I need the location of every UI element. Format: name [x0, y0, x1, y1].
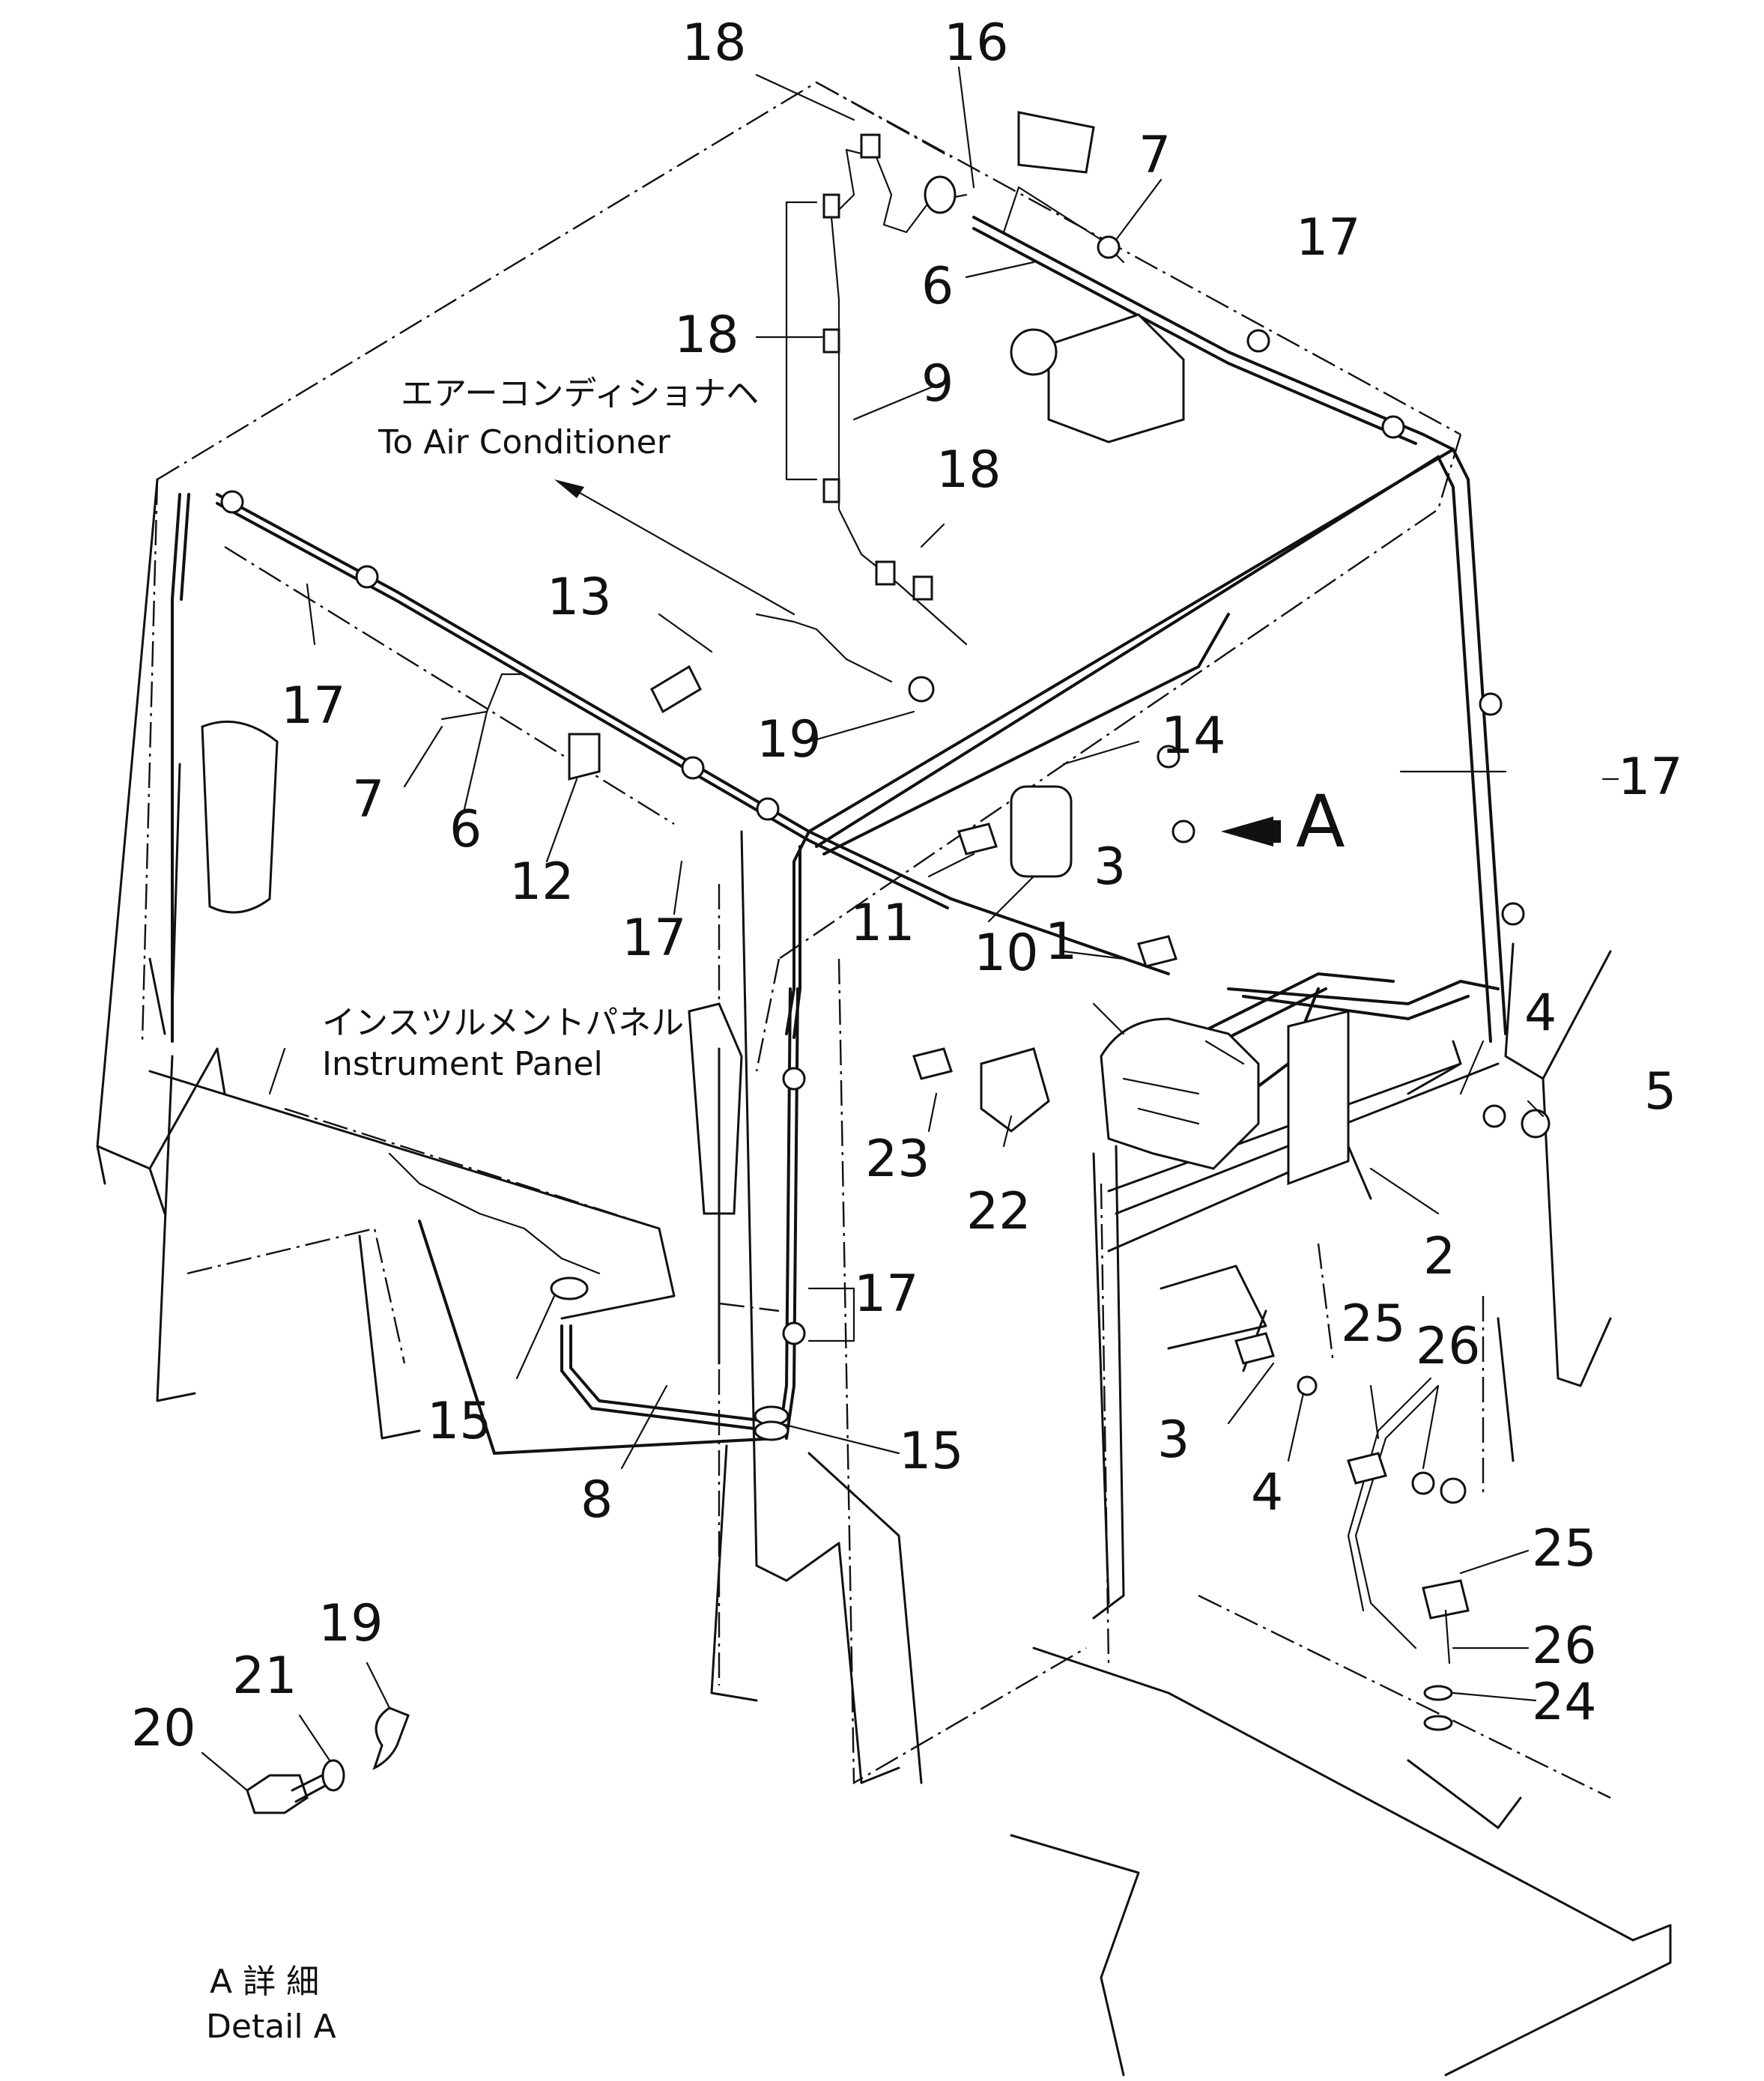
detail-label-jp: A 詳 細: [210, 1963, 319, 2001]
aircon-label-jp: エアーコンディショナヘ: [401, 375, 759, 413]
callout-19: 19: [757, 710, 822, 769]
callout-4-top: 4: [1524, 984, 1557, 1043]
callout-17-left: 17: [281, 676, 346, 736]
callout-22: 22: [966, 1182, 1031, 1241]
callout-7-top: 7: [1139, 126, 1171, 185]
callout-8: 8: [581, 1470, 613, 1530]
wiper-motor-top-part: [1047, 313, 1185, 443]
callout-26-bottom: 26: [1532, 1617, 1597, 1676]
panel-label-en: Instrument Panel: [322, 1045, 603, 1083]
callout-15-right: 15: [899, 1422, 964, 1481]
callout-15-left: 15: [427, 1392, 492, 1451]
callout-17-right: 17: [1618, 748, 1683, 807]
callout-17-mid: 17: [622, 909, 687, 968]
callout-6-top: 6: [921, 257, 954, 316]
callout-12: 12: [509, 852, 575, 912]
relay-part: [1010, 785, 1073, 878]
callout-18-lower: 18: [936, 440, 1001, 500]
callout-11: 11: [850, 894, 915, 953]
text-labels: エアーコンディショナヘ To Air Conditioner インスツルメントパ…: [206, 375, 759, 2046]
washer-tank-part: [201, 720, 279, 914]
detail-label-en: Detail A: [206, 2008, 336, 2046]
callout-20: 20: [131, 1699, 196, 1758]
callout-3-top: 3: [1094, 837, 1126, 897]
panel-label-jp: インスツルメントパネル: [322, 1004, 684, 1042]
callout-18-top: 18: [682, 13, 747, 73]
callout-9: 9: [921, 354, 954, 414]
wiper-arm-part: [688, 1002, 743, 1215]
bracket-part: [1287, 1010, 1350, 1186]
callout-14: 14: [1161, 706, 1226, 766]
callout-21: 21: [232, 1647, 297, 1706]
detail-washer-21: [321, 1759, 345, 1792]
callout-7-left: 7: [352, 770, 384, 829]
callout-16: 16: [944, 13, 1009, 73]
detail-a-marker: A: [1296, 780, 1345, 864]
callout-5: 5: [1644, 1062, 1676, 1121]
callout-24: 24: [1532, 1673, 1597, 1732]
cab-structure: [96, 478, 1672, 2077]
clamp-12-part: [568, 733, 601, 781]
wiper-motor-part: [1100, 1017, 1260, 1170]
callout-1: 1: [1045, 912, 1077, 972]
callout-18-mid: 18: [674, 306, 739, 365]
callout-25-bottom: 25: [1532, 1519, 1597, 1578]
parts: [148, 111, 1551, 1814]
aircon-label-en: To Air Conditioner: [378, 423, 671, 461]
callout-26-top: 26: [1416, 1317, 1481, 1376]
callout-19-detail: 19: [318, 1594, 384, 1653]
callouts: 18 16 7 17 6 18 9 18 13 17 19 14 A 17 7 …: [131, 13, 1683, 1758]
callout-10: 10: [974, 924, 1039, 983]
callout-6-left: 6: [449, 800, 482, 859]
detail-clip-19: [372, 1706, 410, 1770]
connector-22-part: [980, 1047, 1050, 1133]
callout-4-bottom: 4: [1251, 1463, 1283, 1522]
callout-23: 23: [865, 1130, 930, 1189]
detail-bolt-20: [246, 1774, 309, 1814]
air-con-unit-part: [1017, 111, 1095, 174]
callout-3-bottom: 3: [1157, 1411, 1189, 1470]
callout-17-bottom: 17: [854, 1264, 919, 1324]
callout-17-top: 17: [1296, 208, 1361, 267]
callout-2: 2: [1423, 1227, 1455, 1286]
leader-lines: [201, 66, 1619, 1792]
callout-13: 13: [547, 568, 612, 627]
callout-25-top: 25: [1341, 1294, 1406, 1354]
detail-a-arrow: [1221, 817, 1281, 846]
